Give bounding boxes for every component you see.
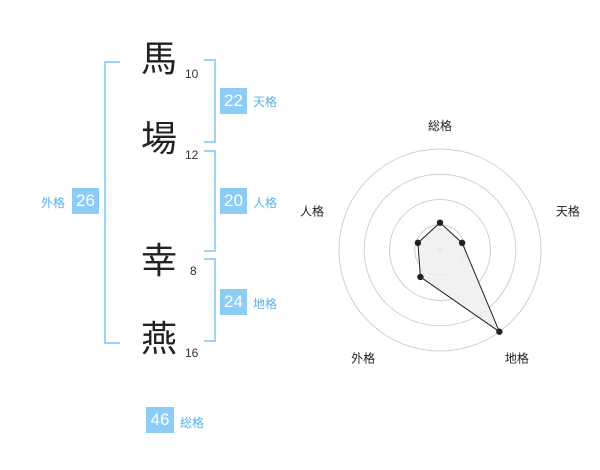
radar-ring-2 — [389, 199, 491, 301]
name-char-1: 馬 — [141, 39, 178, 80]
radar-axis-label-3: 地格 — [505, 350, 529, 365]
radar-ring-3 — [363, 173, 517, 327]
radar-point-3 — [496, 328, 503, 335]
soukaku-value: 46 — [146, 407, 174, 433]
tenkaku-value: 22 — [220, 88, 247, 114]
radar-point-1 — [436, 219, 444, 226]
tenkaku-label: 天格 — [253, 95, 278, 109]
name-char-2: 場 — [141, 119, 178, 160]
chikaku-value: 24 — [220, 289, 247, 315]
radar-axis-label-5: 人格 — [300, 204, 324, 219]
stroke-count-4: 16 — [185, 346, 199, 360]
stroke-count-3: 8 — [190, 264, 197, 278]
tenkaku-bracket — [204, 59, 216, 143]
radar-axis-label-4: 外格 — [351, 350, 375, 365]
chikaku-bracket — [204, 258, 216, 342]
gaikaku-value: 26 — [72, 188, 99, 214]
radar-point-5 — [414, 239, 422, 247]
radar-point-4 — [417, 273, 424, 281]
chikaku-label: 地格 — [253, 297, 278, 311]
soukaku-label: 総格 — [180, 416, 205, 430]
gaikaku-bracket — [104, 61, 120, 344]
radar-point-2 — [458, 239, 466, 247]
gaikaku-label: 外格 — [41, 196, 66, 210]
radar-axis-label-2: 天格 — [556, 204, 580, 219]
name-char-3: 幸 — [141, 241, 178, 282]
radar-area — [417, 222, 501, 334]
stroke-count-2: 12 — [185, 148, 199, 162]
jinkaku-bracket — [204, 150, 216, 252]
jinkaku-value: 20 — [220, 188, 247, 214]
name-char-4: 燕 — [141, 319, 178, 360]
jinkaku-label: 人格 — [253, 196, 278, 210]
radar-axis-label-1: 総格 — [428, 118, 452, 133]
stroke-count-1: 10 — [185, 67, 199, 81]
radar-ring-4 — [338, 148, 542, 352]
